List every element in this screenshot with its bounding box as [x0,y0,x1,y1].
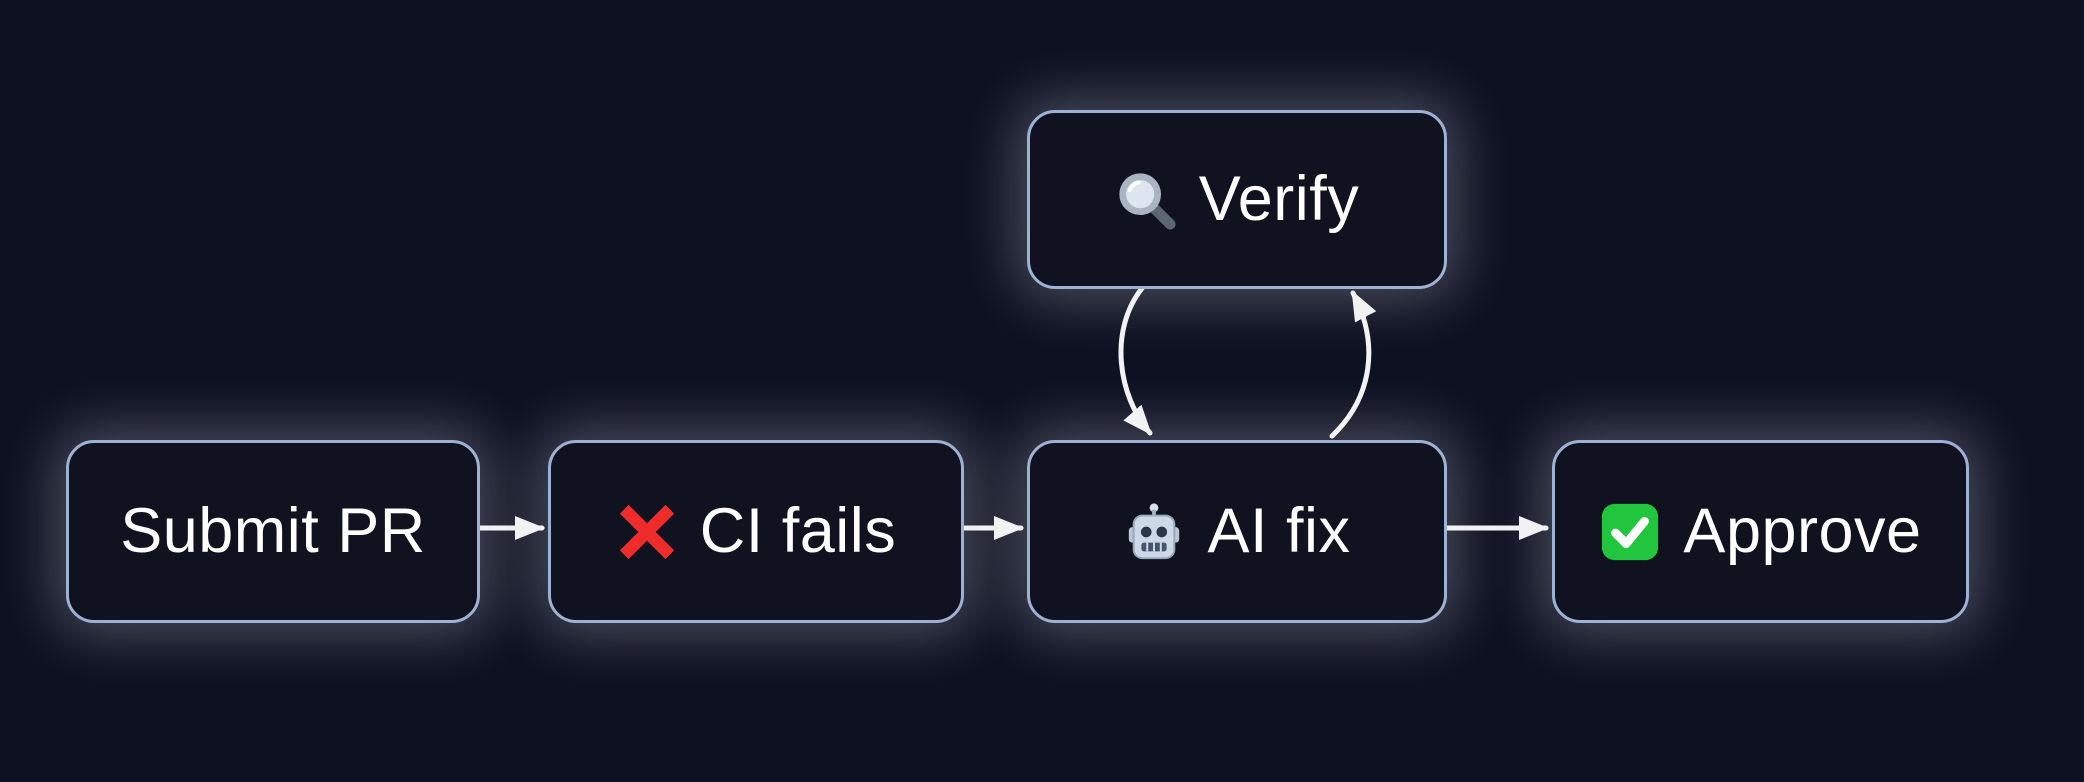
check-mark-icon [1599,501,1661,563]
node-label: Verify [1198,164,1360,234]
node-label: Submit PR [120,496,426,566]
magnifier-icon [1115,169,1177,231]
edge-aifix-to-verify [1329,290,1377,439]
robot-icon [1123,501,1185,563]
node-label: AI fix [1207,496,1351,566]
node-approve: Approve [1552,440,1969,623]
node-submit-pr: Submit PR [66,440,480,623]
node-label: CI fails [699,496,897,566]
cross-mark-icon [616,501,678,563]
node-label: Approve [1683,496,1922,566]
node-ai-fix: AI fix [1027,440,1447,623]
node-ci-fails: CI fails [548,440,964,623]
node-verify: Verify [1027,110,1447,289]
edge-verify-to-aifix [1118,284,1153,436]
